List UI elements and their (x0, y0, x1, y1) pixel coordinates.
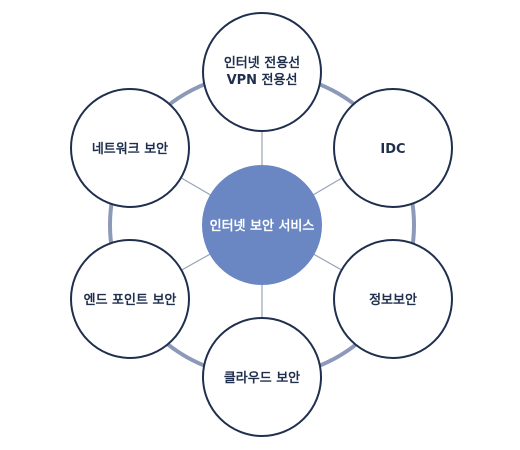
node-internet-line-circle (202, 12, 322, 132)
node-internet-line-label-2: VPN 전용선 (227, 72, 298, 88)
node-endpoint-security: 엔드 포인트 보안 (70, 239, 190, 359)
node-endpoint-security-circle (70, 239, 190, 359)
node-idc-circle (333, 88, 453, 208)
node-internet-line-label-1: 인터넷 전용선 (224, 55, 300, 71)
node-cloud-security: 클라우드 보안 (202, 317, 322, 437)
node-network-security: 네트워크 보안 (70, 88, 190, 208)
node-network-security-label: 네트워크 보안 (92, 141, 168, 157)
node-idc: IDC (333, 88, 453, 208)
node-internet-line: 인터넷 전용선 VPN 전용선 (202, 12, 322, 132)
node-cloud-security-label: 클라우드 보안 (224, 370, 300, 386)
node-info-security-label: 정보보안 (369, 292, 417, 308)
node-network-security-circle (70, 88, 190, 208)
node-cloud-security-circle (202, 317, 322, 437)
node-endpoint-security-label: 엔드 포인트 보안 (84, 292, 177, 308)
node-info-security-circle (333, 239, 453, 359)
node-info-security: 정보보안 (333, 239, 453, 359)
center-label: 인터넷 보안 서비스 (210, 218, 315, 234)
node-idc-label: IDC (380, 142, 405, 157)
center-hub (202, 165, 322, 285)
